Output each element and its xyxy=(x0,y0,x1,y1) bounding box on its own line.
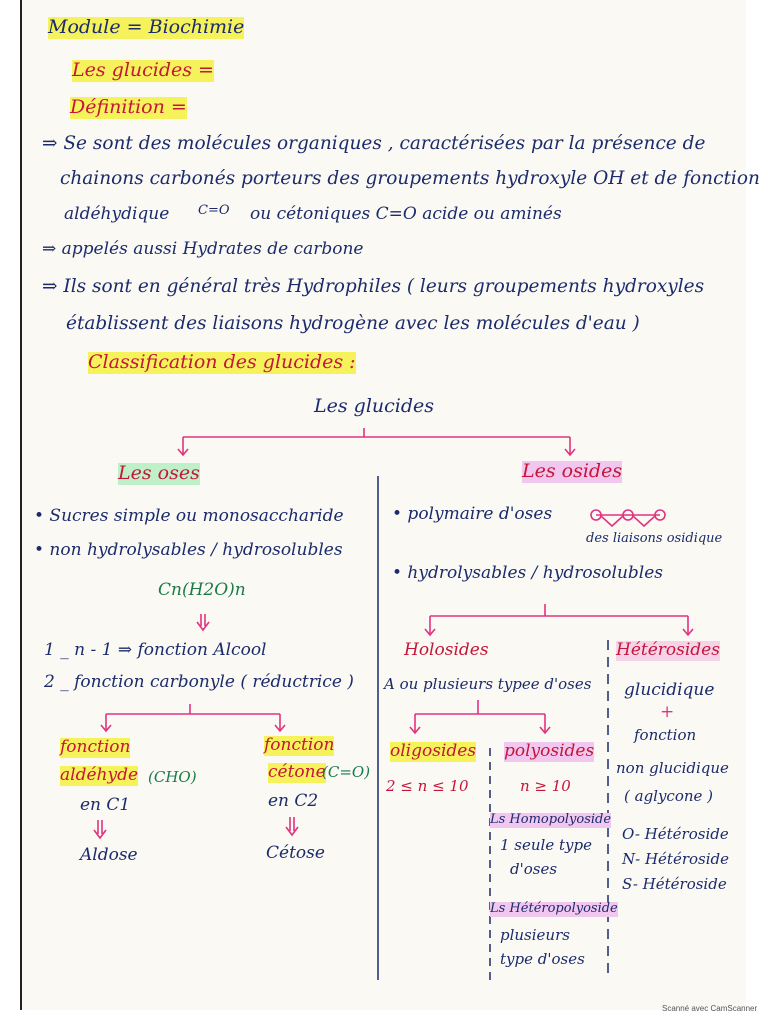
cetose-arrow xyxy=(285,817,299,837)
oses-point-1: 1 _ n - 1 ⇒ fonction Alcool xyxy=(44,640,267,660)
oligosides-title: oligosides xyxy=(390,741,477,762)
s-heteroside: S- Hétéroside xyxy=(622,875,727,893)
homopolyoside-desc-2: d'oses xyxy=(510,860,558,878)
formula-arrow xyxy=(196,614,210,632)
liaison-ring-1 xyxy=(590,509,602,521)
chapter-title: Les glucides = xyxy=(72,59,214,82)
heterosides-line-5: ( aglycone ) xyxy=(624,787,714,805)
homopolyoside-desc-1: 1 seule type xyxy=(500,836,592,854)
scanner-footer: Scanné avec CamScanner xyxy=(662,1004,758,1013)
classification-title: Classification des glucides : xyxy=(88,351,356,374)
osides-branch-line xyxy=(429,604,689,634)
liaison-ring-2 xyxy=(622,509,634,521)
osides-title: Les osides xyxy=(522,460,623,483)
heterosides-line-1: glucidique xyxy=(624,680,715,700)
aldose-cho: (CHO) xyxy=(148,768,197,786)
holosides-title: Holosides xyxy=(404,640,489,660)
polyosides-range: n ≥ 10 xyxy=(520,777,571,795)
cetose-cetone-label: cétone xyxy=(268,762,326,783)
root-branch-line xyxy=(182,428,571,454)
heterosides-line-3: fonction xyxy=(634,726,697,744)
definition-line-6: établissent des liaisons hydrogène avec … xyxy=(66,313,640,334)
definition-line-3a: aldéhydique xyxy=(64,204,170,224)
definition-line-5: ⇒ Ils sont en général très Hydrophiles (… xyxy=(42,276,705,297)
aldose-function-label: fonction xyxy=(60,737,131,758)
definition-title: Définition = xyxy=(70,96,187,119)
osides-bullet-1: • polymaire d'oses xyxy=(392,504,553,524)
oligosides-range: 2 ≤ n ≤ 10 xyxy=(386,777,469,795)
definition-line-3b: C=O xyxy=(198,203,230,218)
cetose-position: en C2 xyxy=(268,791,319,811)
definition-line-1: ⇒ Se sont des molécules organiques , car… xyxy=(42,133,706,154)
oses-bullet-1: • Sucres simple ou monosaccharide xyxy=(34,506,344,526)
classification-root: Les glucides xyxy=(314,395,435,417)
definition-line-4: ⇒ appelés aussi Hydrates de carbone xyxy=(42,239,364,259)
holosides-arrowheads xyxy=(409,726,551,735)
homopolyoside-label: Ls Homopolyoside xyxy=(490,812,612,828)
oses-arrowheads xyxy=(100,724,286,733)
aldose-position: en C1 xyxy=(80,795,131,815)
heteropolyoside-desc-1: plusieurs xyxy=(500,926,570,944)
heterosides-plus: + xyxy=(660,702,675,722)
cetose-co: (C=O) xyxy=(322,763,371,781)
cetose-name: Cétose xyxy=(266,843,325,863)
cetose-function-label: fonction xyxy=(264,735,335,756)
n-heteroside: N- Hétéroside xyxy=(622,850,729,868)
heteropolyoside-label: Ls Hétéropolyoside xyxy=(490,901,618,917)
root-arrowheads xyxy=(177,448,576,457)
oses-title: Les oses xyxy=(118,462,200,485)
holosides-desc: A ou plusieurs typee d'oses xyxy=(384,675,592,693)
aldose-aldehyde-label: aldéhyde xyxy=(60,765,139,786)
heterosides-line-4: non glucidique xyxy=(616,759,729,777)
module-title: Module = Biochimie xyxy=(48,16,245,39)
oses-branch-line xyxy=(105,704,281,730)
oses-bullet-2: • non hydrolysables / hydrosolubles xyxy=(34,540,343,560)
liaison-bonds xyxy=(600,515,656,528)
polyosides-title: polyosides xyxy=(504,741,595,762)
heterosides-title: Hétérosides xyxy=(616,640,720,661)
liaison-osidique-label: des liaisons osidique xyxy=(586,531,723,546)
oses-formula: Cn(H2O)n xyxy=(158,580,246,600)
aldose-arrow xyxy=(93,820,107,840)
oses-point-2: 2 _ fonction carbonyle ( réductrice ) xyxy=(44,672,354,692)
aldose-name: Aldose xyxy=(80,845,138,865)
notebook-page xyxy=(20,0,746,1010)
definition-line-3c: ou cétoniques C=O acide ou aminés xyxy=(250,204,562,224)
holosides-branch-line xyxy=(414,700,546,732)
osides-arrowheads xyxy=(424,628,694,637)
definition-line-2: chainons carbonés porteurs des groupemen… xyxy=(60,168,760,189)
heteropolyoside-desc-2: type d'oses xyxy=(500,950,585,968)
osides-bullet-2: • hydrolysables / hydrosolubles xyxy=(392,563,664,583)
liaison-ring-3 xyxy=(654,509,666,521)
o-heteroside: O- Hétéroside xyxy=(622,825,729,843)
